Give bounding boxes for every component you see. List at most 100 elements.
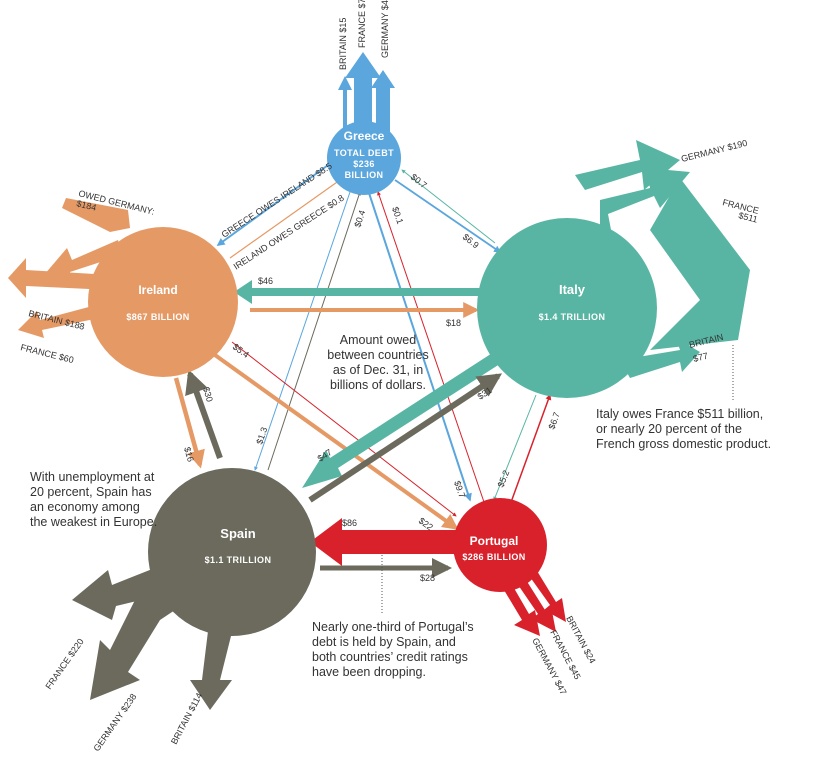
portugal-note-line: both countries’ credit ratings — [312, 650, 468, 664]
italy-note: Italy owes France $511 billion, or nearl… — [596, 407, 796, 452]
greece-debt-line3: BILLION — [345, 170, 384, 180]
greece-britain-label: BRITAIN $15 — [338, 18, 348, 70]
italy-britain-arrow — [620, 338, 700, 378]
label-ireland-owes-greece: IRELAND OWES GREECE $0.8 — [232, 193, 346, 272]
flow-portugal-spain — [310, 518, 460, 566]
spain-britain-label: BRITAIN $114 — [169, 691, 204, 746]
flow-greece-italy — [394, 179, 502, 253]
center-note-line: Amount owed — [339, 333, 417, 347]
greece-germany-label: GERMANY $45 — [380, 0, 390, 58]
label-spain-portugal: $28 — [420, 573, 435, 583]
label-greece-owes-ireland: GREECE OWES IRELAND $8.5 — [220, 161, 334, 240]
italy-name: Italy — [559, 282, 586, 297]
flow-italy-spain — [302, 348, 506, 488]
spain-name: Spain — [220, 526, 255, 541]
flow-ireland-portugal-b — [206, 348, 459, 530]
greece-britain-arrow — [338, 76, 352, 135]
label-greece-italy: $6.9 — [461, 232, 481, 251]
label-ireland-italy: $18 — [446, 318, 461, 328]
italy-germany-label: GERMANY $190 — [680, 138, 748, 164]
italy-note-line: Italy owes France $511 billion, — [596, 407, 764, 421]
greece-germany-arrow — [371, 70, 395, 135]
flow-greece-ireland — [216, 159, 336, 246]
spain-note-line: 20 percent, Spain has — [30, 485, 152, 499]
label-italy-greece: $0.7 — [409, 172, 429, 191]
ireland-germany-arrow-b — [62, 198, 130, 232]
italy-britain-label-2: $77 — [692, 351, 709, 364]
greece-debt-line1: TOTAL DEBT — [334, 148, 394, 158]
label-portugal-italy: $6.7 — [546, 411, 561, 431]
center-note-line: as of Dec. 31, in — [332, 363, 424, 377]
portugal-france-arrow — [512, 572, 556, 632]
label-ireland-portugal: $5.4 — [231, 342, 251, 360]
italy-france-label-2: $511 — [738, 210, 759, 224]
flow-greece-portugal — [367, 189, 472, 502]
label-italy-ireland: $46 — [258, 276, 273, 286]
spain-germany-arrow — [90, 590, 190, 700]
flow-italy-greece — [401, 169, 496, 244]
flow-italy-portugal — [493, 394, 537, 501]
italy-germany-arrow — [600, 168, 690, 235]
italy-debt: $1.4 TRILLION — [539, 312, 606, 322]
label-portugal-spain: $86 — [342, 518, 357, 528]
portugal-note: Nearly one-third of Portugal’s debt is h… — [312, 620, 492, 680]
ireland-circle — [88, 227, 238, 377]
portugal-note-line: debt is held by Spain, and — [312, 635, 456, 649]
flow-spain-greece — [267, 191, 361, 471]
flow-ireland-portugal — [231, 341, 457, 517]
portugal-circle — [453, 498, 547, 592]
spain-britain-arrow — [190, 615, 235, 710]
greece-name: Greece — [344, 129, 385, 143]
spain-france-label: FRANCE $220 — [43, 637, 85, 692]
greece-circle — [327, 121, 401, 195]
greece-external-arrows — [338, 52, 395, 135]
spain-germany-label: GERMANY $238 — [91, 692, 138, 753]
ireland-germany-label-2: $184 — [76, 198, 98, 213]
spain-note-line: the weakest in Europe. — [30, 515, 158, 529]
flow-ireland-spain — [173, 377, 205, 469]
center-note-line: billions of dollars. — [330, 378, 426, 392]
ireland-name: Ireland — [138, 283, 177, 297]
italy-external-arrows — [575, 140, 750, 378]
label-greece-spain: $1.3 — [254, 426, 269, 446]
label-spain-ireland: $30 — [201, 386, 215, 403]
spain-circle — [148, 468, 316, 636]
italy-france-arrow — [650, 178, 750, 350]
center-note: Amount owed between countries as of Dec.… — [318, 333, 438, 393]
label-italy-portugal: $5.2 — [496, 469, 512, 489]
greece-debt-line2: $236 — [353, 159, 375, 169]
internal-flows — [216, 159, 552, 517]
flow-ireland-greece — [229, 179, 341, 259]
center-note-line: between countries — [327, 348, 429, 362]
italy-germany-arrow-b — [575, 140, 680, 190]
portugal-debt: $286 BILLION — [462, 552, 525, 562]
portugal-name: Portugal — [470, 534, 519, 548]
flow-greece-spain — [254, 191, 351, 471]
portugal-note-line: Nearly one-third of Portugal’s — [312, 620, 474, 634]
flow-portugal-greece — [377, 191, 486, 506]
italy-note-line: or nearly 20 percent of the — [596, 422, 742, 436]
portugal-note-line: have been dropping. — [312, 665, 426, 679]
flow-portugal-italy — [509, 393, 552, 506]
spain-debt: $1.1 TRILLION — [205, 555, 272, 565]
flow-italy-ireland — [234, 280, 484, 304]
greece-france-label: FRANCE $75 — [357, 0, 367, 48]
ireland-france-label: FRANCE $60 — [20, 342, 75, 365]
spain-note-line: With unemployment at — [30, 470, 155, 484]
spain-note: With unemployment at 20 percent, Spain h… — [30, 470, 190, 530]
portugal-britain-arrow — [525, 566, 566, 622]
label-portugal-greece: $0.1 — [390, 205, 405, 225]
label-ireland-portugal-b: $22 — [417, 516, 435, 533]
ireland-britain-arrow — [8, 258, 112, 298]
italy-circle — [477, 218, 657, 398]
flow-spain-italy — [308, 373, 503, 503]
spain-note-line: an economy among — [30, 500, 140, 514]
ireland-debt: $867 BILLION — [126, 312, 189, 322]
internal-thick-flows — [173, 280, 506, 578]
greece-france-arrow — [345, 52, 381, 135]
label-spain-greece: $0.4 — [352, 209, 367, 229]
italy-note-line: French gross domestic product. — [596, 437, 772, 451]
flow-spain-ireland — [185, 369, 223, 460]
label-ireland-spain: $16 — [182, 446, 196, 463]
